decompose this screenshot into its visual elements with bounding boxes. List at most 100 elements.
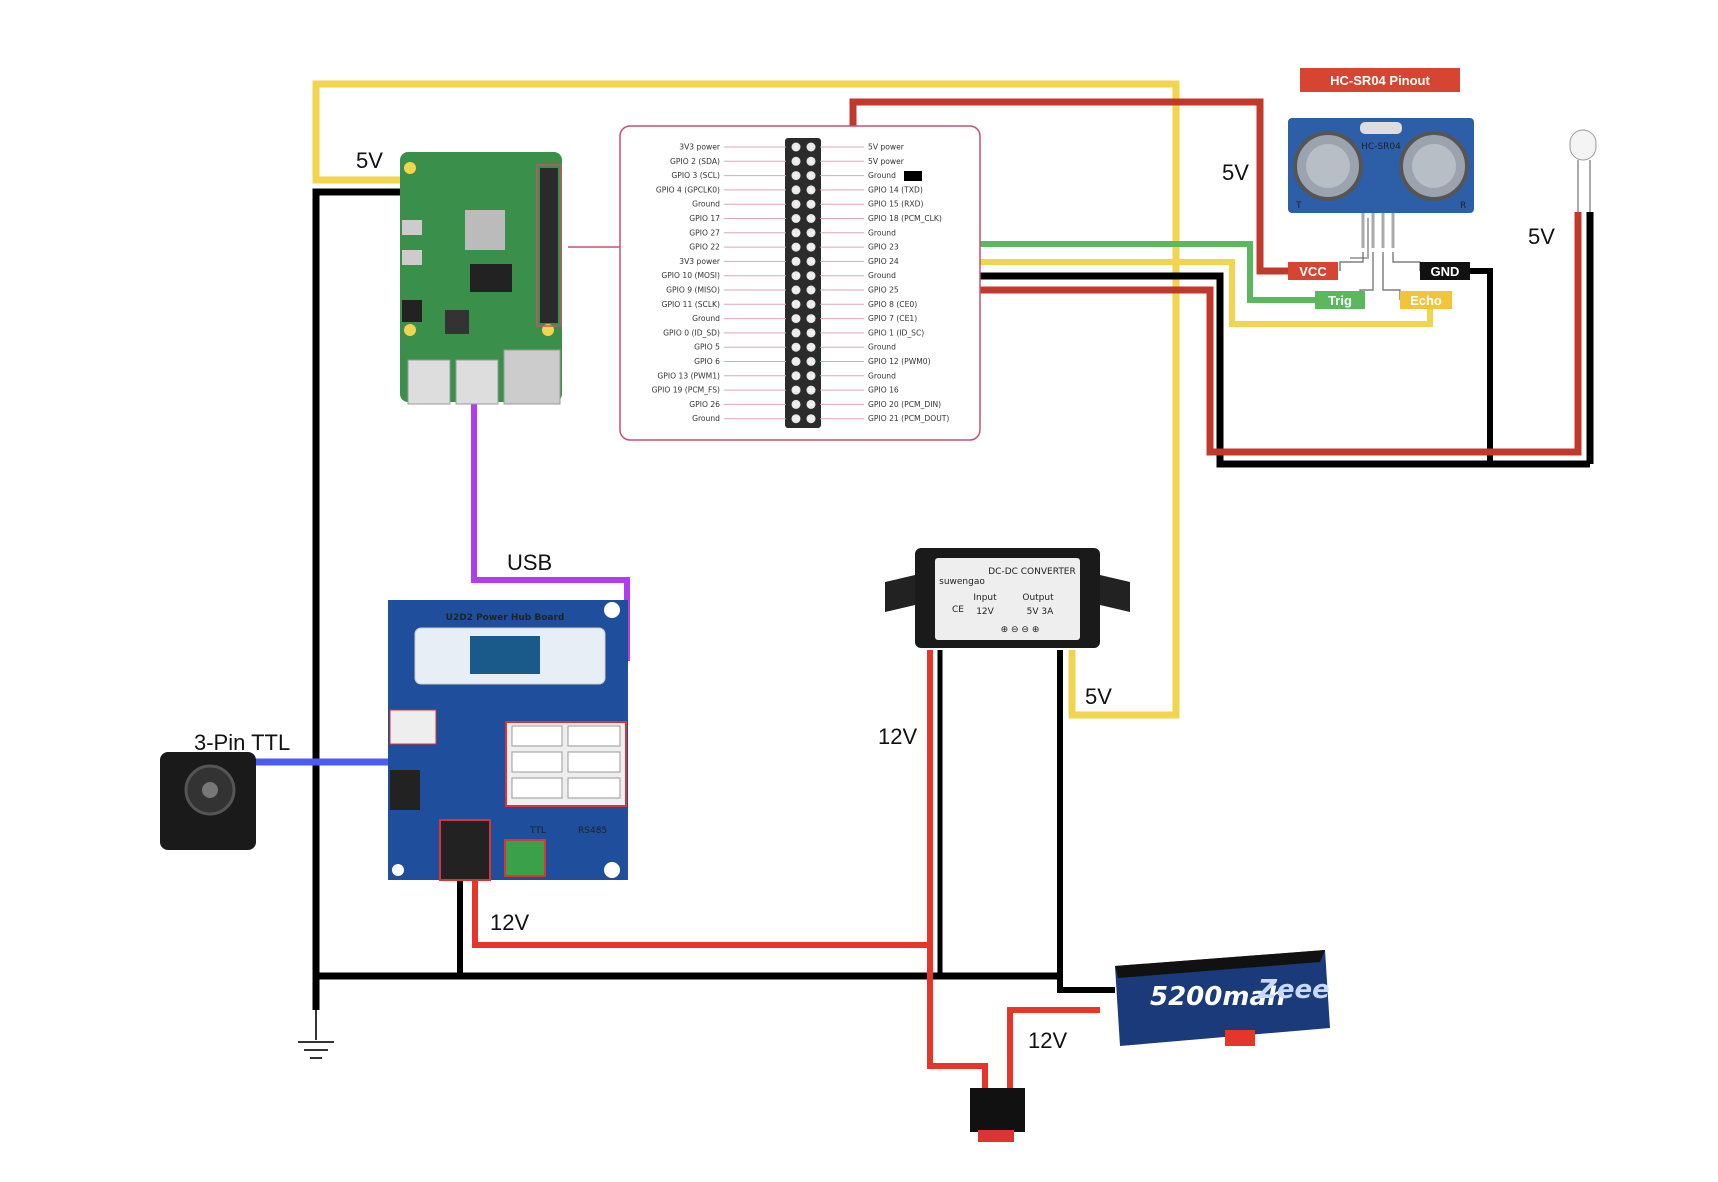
hub-title: U2D2 Power Hub Board	[446, 613, 565, 623]
gpio-left-label: GPIO 6	[694, 357, 720, 366]
wire-black-sonar-gnd	[906, 272, 1590, 468]
gpio-right-label: GPIO 12 (PWM0)	[868, 357, 931, 366]
gpio-pin-odd	[791, 142, 801, 152]
gpio-pin-odd	[791, 256, 801, 266]
converter-ce: CE	[952, 605, 964, 615]
wire-black-conv-out	[1057, 650, 1115, 993]
gpio-pin-even	[806, 242, 816, 252]
wire-green-trig	[906, 241, 1315, 303]
wire-red-battery	[1007, 1007, 1100, 1090]
gpio-left-label: GPIO 0 (ID_SD)	[663, 328, 720, 337]
servo-motor	[160, 752, 256, 850]
gpio-pin-even	[806, 342, 816, 352]
led	[1569, 129, 1597, 212]
gpio-pin-odd	[791, 242, 801, 252]
gpio-pin-number: 35	[793, 388, 800, 394]
gpio-right-label: GPIO 20 (PCM_DIN)	[868, 400, 941, 409]
gpio-right-label: 5V power	[868, 143, 905, 152]
ground-symbol	[298, 1010, 334, 1059]
tag-vcc-label: VCC	[1299, 264, 1327, 279]
tag-echo-label: Echo	[1410, 293, 1442, 308]
gpio-pin-number: 25	[793, 317, 800, 323]
tag-vcc	[1288, 262, 1338, 280]
hc-sr04-side-t: T	[1295, 201, 1302, 211]
converter-brand: suwengao	[939, 577, 985, 587]
gpio-pin-number: 2	[809, 145, 813, 151]
gpio-pin-number: 3	[794, 159, 798, 165]
gpio-right-label: Ground	[868, 343, 896, 352]
wire-red-conv-in	[927, 650, 988, 1090]
gpio-pin-even	[806, 328, 816, 338]
gpio-pin-even	[806, 185, 816, 195]
gpio-right-label: Ground	[868, 171, 896, 180]
gpio-left-label: GPIO 27	[689, 228, 720, 237]
gpio-right-label: GPIO 21 (PCM_DOUT)	[868, 414, 949, 423]
hub-ttl: TTL	[529, 826, 546, 836]
converter-title: DC-DC CONVERTER	[988, 567, 1076, 577]
gpio-pin-number: 11	[793, 217, 800, 223]
gpio-pin-number: 15	[793, 245, 800, 251]
gpio-left-label: Ground	[692, 314, 720, 323]
gpio-pin-even	[806, 228, 816, 238]
gpio-pin-odd	[791, 185, 801, 195]
gpio-left-label: Ground	[692, 200, 720, 209]
converter-terminals: ⊕ ⊖ ⊖ ⊕	[1001, 625, 1040, 635]
gpio-pin-number: 22	[808, 288, 815, 294]
u2d2-power-hub-board: U2D2 Power Hub Board TTL RS485	[388, 600, 628, 881]
gpio-pin-number: 7	[794, 188, 798, 194]
gpio-left-label: GPIO 2 (SDA)	[670, 157, 720, 166]
gpio-pin-even	[806, 399, 816, 409]
ground-marker	[904, 171, 922, 181]
gpio-pin-number: 40	[808, 417, 815, 423]
gpio-pin-even	[806, 371, 816, 381]
gpio-pin-number: 36	[808, 388, 815, 394]
wire-yellow-echo	[906, 259, 1433, 327]
gpio-pin-odd	[791, 228, 801, 238]
gpio-right-label: GPIO 1 (ID_SC)	[868, 328, 924, 337]
gpio-pin-number: 8	[809, 188, 813, 194]
gpio-right-label: Ground	[868, 271, 896, 280]
converter-out-v: 5V 3A	[1027, 607, 1054, 617]
sonar-pin-tags: VCC Trig Echo GND	[1288, 262, 1470, 309]
tag-trig-label: Trig	[1328, 293, 1352, 308]
hub-rs485: RS485	[578, 826, 607, 836]
gpio-pin-even	[806, 357, 816, 366]
sonar-pin-stub	[1350, 218, 1369, 259]
gpio-right-label: GPIO 16	[868, 386, 899, 395]
gpio-pin-number: 5	[794, 174, 798, 180]
gpio-pin-number: 13	[793, 231, 800, 237]
gpio-pin-even	[806, 214, 816, 223]
gpio-pinout-panel	[619, 125, 981, 441]
gpio-right-label: GPIO 23	[868, 243, 899, 252]
gpio-pin-odd	[791, 171, 801, 181]
label-led-5v: 5V	[1528, 224, 1555, 249]
gpio-pin-even	[806, 314, 816, 324]
gpio-pin-odd	[791, 357, 801, 366]
dc-dc-converter: DC-DC CONVERTER suwengao Input Output 12…	[885, 548, 1130, 648]
label-rpi-5v: 5V	[356, 148, 383, 173]
gpio-left-label: GPIO 3 (SCL)	[671, 171, 720, 180]
gpio-pin-number: 27	[793, 331, 800, 337]
label-3pin-ttl: 3-Pin TTL	[194, 730, 290, 755]
gpio-pin-odd	[791, 285, 801, 295]
gpio-pin-number: 34	[808, 374, 815, 380]
hc-sr04-title-badge	[1300, 68, 1460, 92]
label-usb: USB	[507, 550, 552, 575]
gpio-pin-number: 12	[808, 217, 815, 223]
gpio-right-label: GPIO 8 (CE0)	[868, 300, 917, 309]
gpio-pin-number: 28	[808, 331, 815, 337]
gpio-right-label: GPIO 15 (RXD)	[868, 200, 923, 209]
gpio-pin-odd	[791, 299, 801, 309]
gpio-pin-even	[806, 299, 816, 309]
gpio-pin-number: 32	[808, 360, 815, 366]
wire-red-sonar-vcc	[849, 98, 1290, 275]
converter-in-v: 12V	[976, 607, 994, 617]
gpio-pin-even	[806, 256, 816, 266]
gpio-left-label: GPIO 13 (PWM1)	[657, 371, 720, 380]
hc-sr04-title: HC-SR04 Pinout	[1330, 73, 1430, 88]
tag-gnd	[1420, 262, 1470, 280]
power-switch	[970, 1088, 1025, 1142]
gpio-pin-odd	[791, 399, 801, 409]
converter-input: Input	[973, 593, 997, 603]
gpio-pin-number: 29	[793, 345, 800, 351]
